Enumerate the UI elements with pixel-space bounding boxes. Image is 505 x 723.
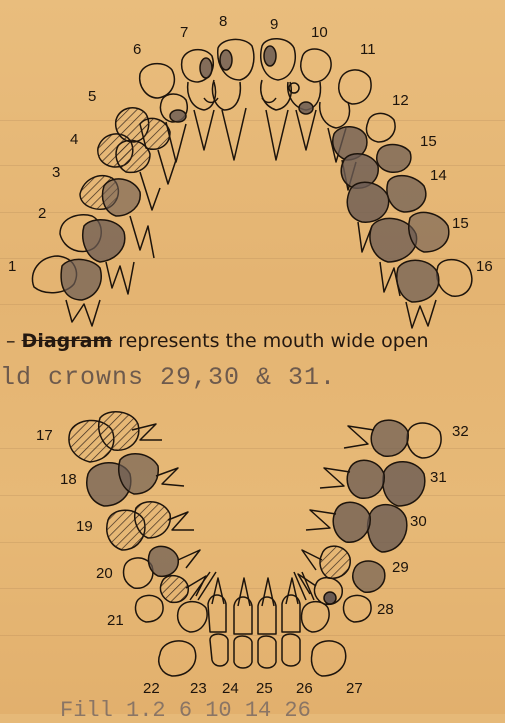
tooth-number-20: 20 [96, 565, 113, 582]
tooth-number-5: 5 [88, 88, 96, 105]
tooth-23 [208, 578, 228, 666]
tooth-number-24: 24 [222, 680, 239, 697]
tooth-number-3: 3 [52, 164, 60, 181]
tooth-16 [397, 260, 472, 328]
tooth-number-14: 14 [430, 167, 447, 184]
tooth-number-19: 19 [76, 518, 93, 535]
struck-word: Diagram [22, 330, 113, 352]
tooth-number-17: 17 [36, 427, 53, 444]
tooth-number-29: 29 [392, 559, 409, 576]
tooth-number-4: 4 [70, 131, 78, 148]
tooth-number-2: 2 [38, 205, 46, 222]
typed-note: ld crowns 29,30 & 31. [0, 363, 336, 392]
tooth-number-13: 15 [420, 133, 437, 150]
upper-arch [32, 39, 471, 328]
tooth-number-11: 11 [360, 41, 376, 58]
tooth-27 [294, 572, 346, 676]
tooth-30 [306, 502, 407, 552]
tooth-number-32: 32 [452, 423, 469, 440]
tooth-number-15: 15 [452, 215, 469, 232]
tooth-19 [107, 502, 194, 550]
tooth-8 [204, 39, 254, 160]
tooth-number-23: 23 [190, 680, 207, 697]
cut-off-typed-line: Fill 1.2 6 10 14 26 [60, 698, 311, 723]
tooth-number-12: 12 [392, 92, 409, 109]
tooth-number-7: 7 [180, 24, 188, 41]
tooth-number-9: 9 [270, 16, 278, 33]
tooth-number-26: 26 [296, 680, 313, 697]
tooth-number-16: 16 [476, 258, 493, 275]
tooth-18 [87, 454, 184, 506]
tooth-number-6: 6 [133, 41, 141, 58]
tooth-26 [282, 578, 300, 666]
tooth-31 [320, 460, 425, 506]
lower-arch [69, 412, 441, 676]
tooth-17 [69, 412, 162, 462]
tooth-number-1: 1 [8, 258, 16, 275]
tooth-number-25: 25 [256, 680, 273, 697]
tooth-number-22: 22 [143, 680, 160, 697]
tooth-24 [234, 578, 252, 668]
tooth-1 [32, 256, 101, 326]
tooth-number-28: 28 [377, 601, 394, 618]
tooth-number-30: 30 [410, 513, 427, 530]
diagram-caption: – Diagram represents the mouth wide open [6, 330, 429, 352]
tooth-number-10: 10 [311, 24, 328, 41]
tooth-25 [258, 578, 276, 668]
tooth-21 [135, 576, 206, 622]
tooth-number-8: 8 [219, 13, 227, 30]
tooth-9 [261, 39, 295, 160]
tooth-number-18: 18 [60, 471, 77, 488]
tooth-32 [344, 420, 441, 458]
tooth-number-27: 27 [346, 680, 363, 697]
tooth-number-21: 21 [107, 612, 124, 629]
caption-text: represents the mouth wide open [112, 330, 428, 352]
tooth-number-31: 31 [430, 469, 447, 486]
